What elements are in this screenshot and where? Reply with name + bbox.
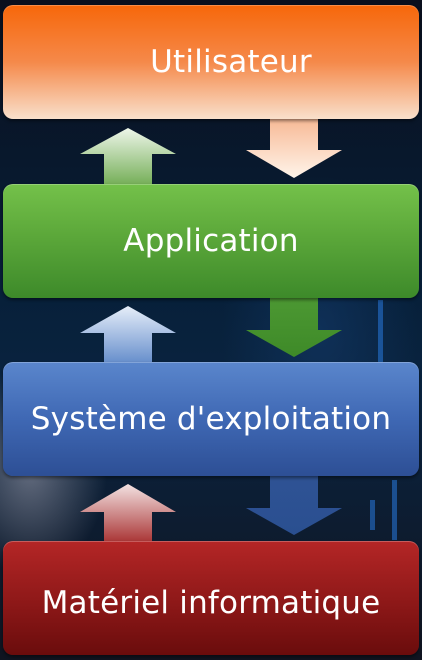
layer-application: Application	[3, 184, 419, 298]
layer-user-label: Utilisateur	[150, 44, 312, 80]
arrow-up-hw-to-os	[80, 484, 176, 546]
layer-hardware: Matériel informatique	[3, 541, 419, 655]
layer-operating-system: Système d'exploitation	[3, 362, 419, 476]
arrow-down-app-to-os	[246, 290, 342, 357]
layer-operating-system-label: Système d'exploitation	[30, 401, 392, 437]
arrow-up-os-to-app	[80, 306, 176, 368]
arrow-down-user-to-app	[246, 110, 342, 178]
layer-application-label: Application	[123, 223, 299, 259]
arrow-up-app-to-user	[80, 128, 176, 190]
layer-user: Utilisateur	[3, 5, 419, 119]
layer-hardware-label: Matériel informatique	[41, 585, 381, 621]
arrow-down-os-to-hw	[246, 470, 342, 535]
